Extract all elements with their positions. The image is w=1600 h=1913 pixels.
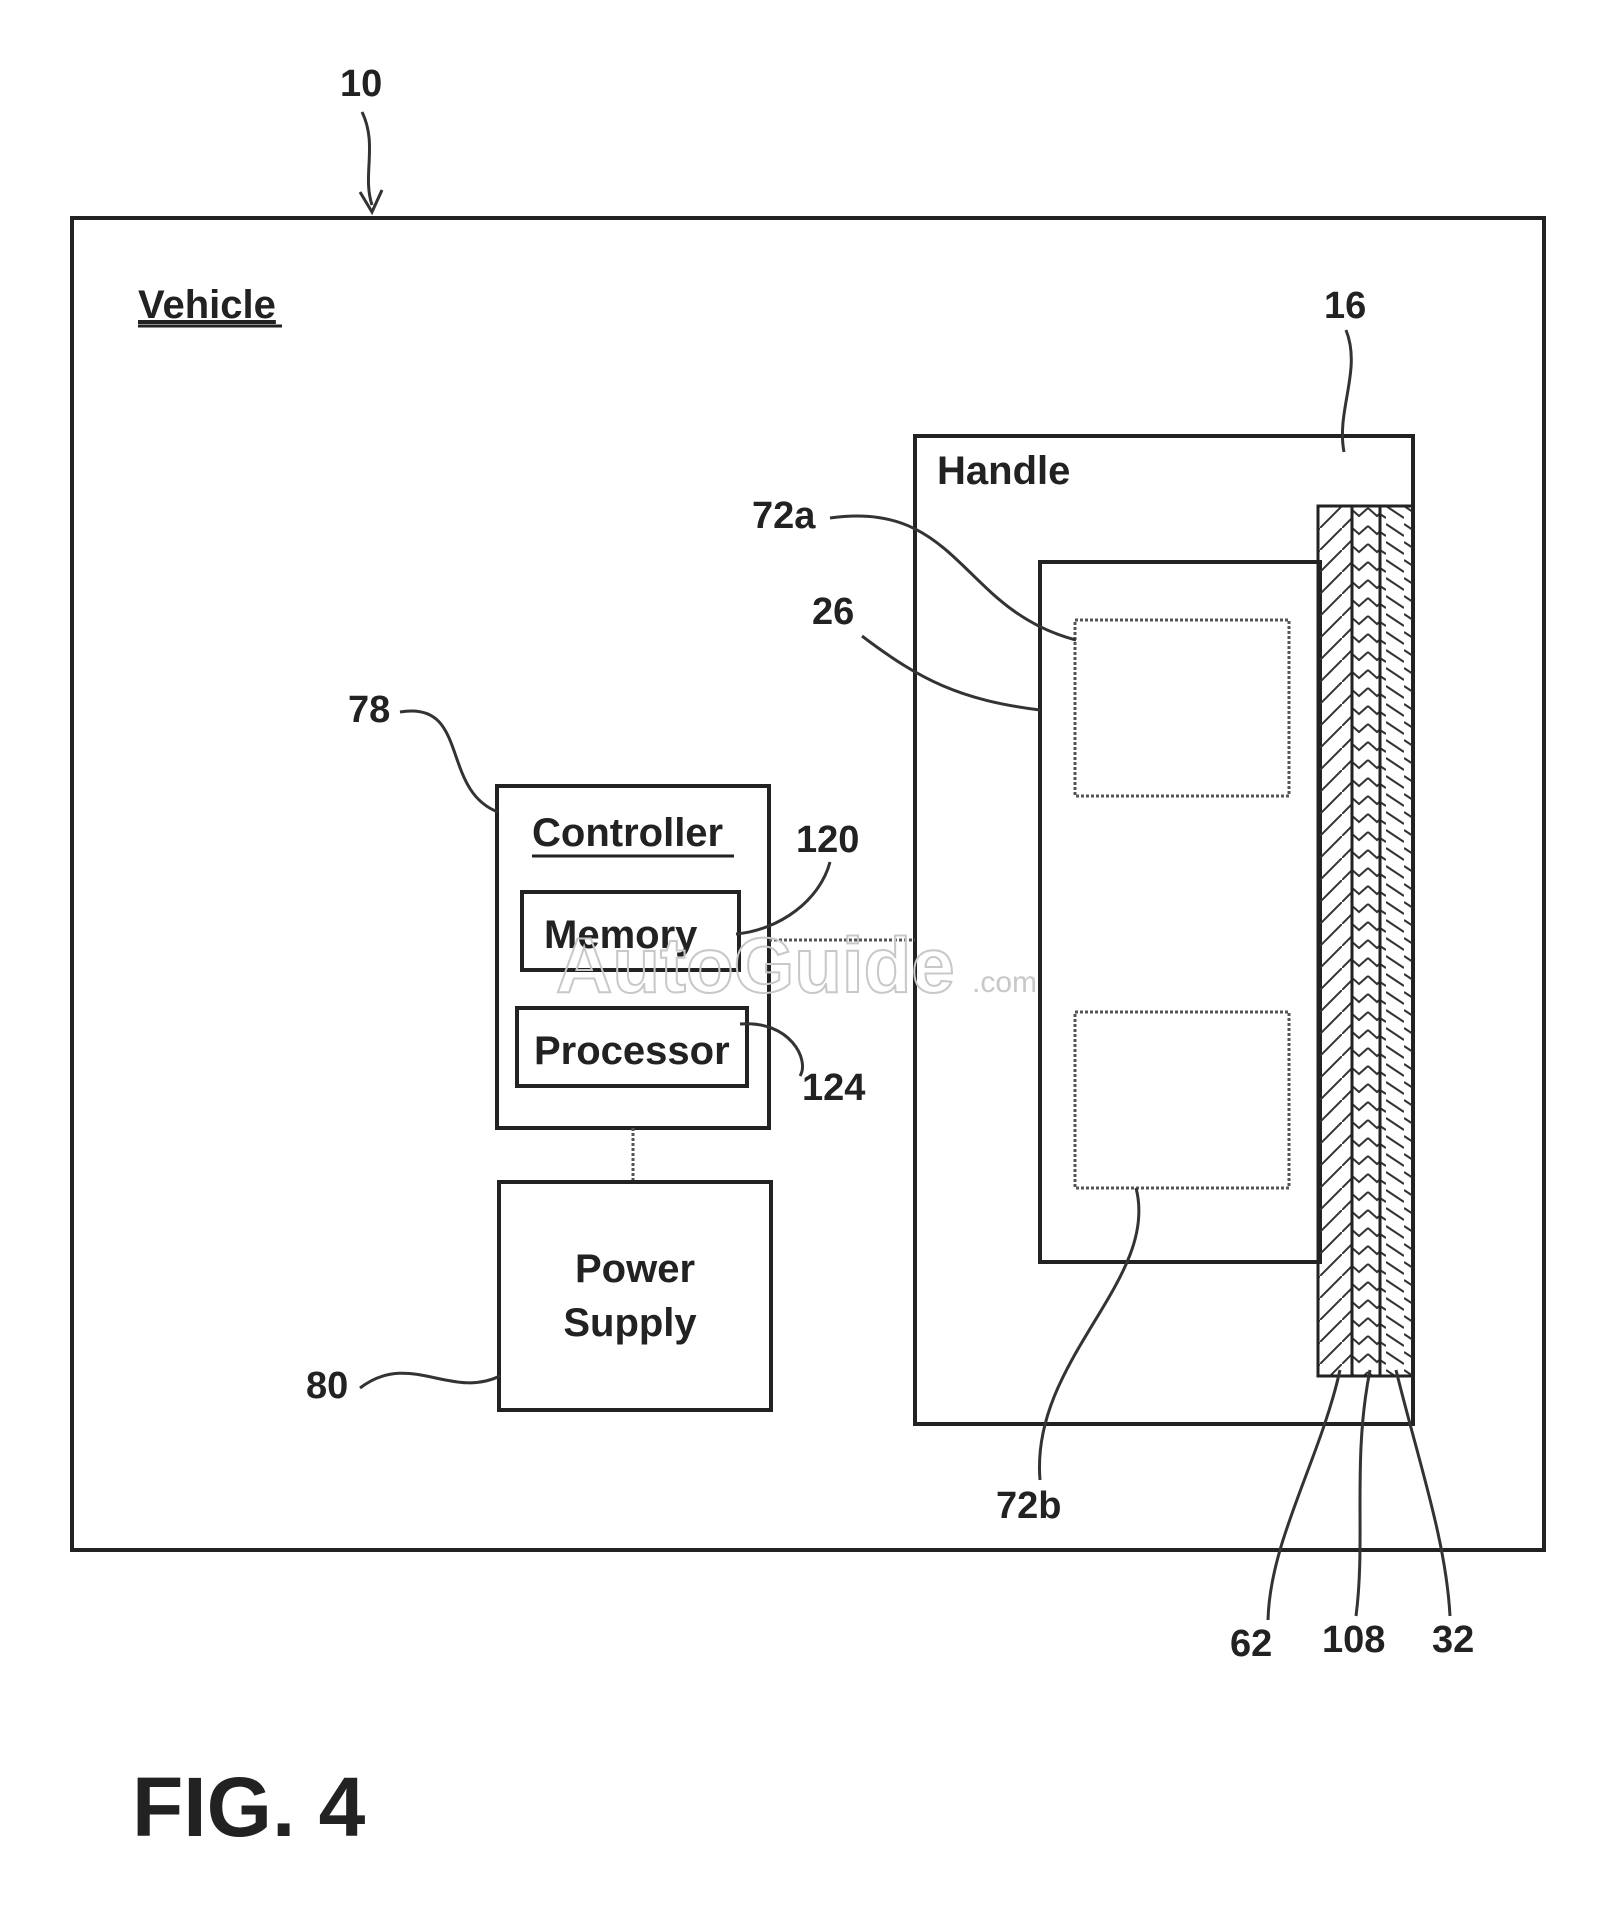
memory-ref-leader — [735, 861, 832, 936]
power-supply-ref-label: 80 — [306, 1365, 348, 1407]
handle-ref-leader — [1340, 329, 1353, 453]
layer-62-leader — [1266, 1369, 1342, 1621]
layer-108 — [1350, 504, 1382, 1378]
memory-box — [520, 890, 741, 972]
power-supply-box — [497, 1180, 773, 1412]
sensor-72b-box — [1073, 1010, 1291, 1190]
power-supply-title-line2: Supply — [563, 1301, 697, 1345]
vehicle-ref-arrowhead — [358, 189, 384, 216]
sensor-72b-ref-label: 72b — [996, 1485, 1061, 1527]
controller-ref-label: 78 — [348, 689, 390, 731]
handle-ref-label: 16 — [1324, 285, 1366, 327]
controller-title: Controller — [532, 811, 723, 855]
sensor-board-ref-label: 26 — [812, 591, 854, 633]
sensor-72b-leader — [1038, 1187, 1141, 1481]
layer-62-ref-label: 62 — [1230, 1623, 1272, 1665]
processor-ref-label: 124 — [802, 1067, 865, 1109]
power-supply-ref-leader — [359, 1371, 501, 1390]
layer-108-ref-label: 108 — [1322, 1619, 1385, 1661]
figure-label: FIG. 4 — [132, 1760, 366, 1854]
vehicle-ref-leader — [360, 111, 374, 206]
layer-32 — [1378, 504, 1415, 1378]
processor-box — [515, 1006, 749, 1088]
processor-ref-leader — [739, 1022, 804, 1077]
layer-32-ref-label: 32 — [1432, 1619, 1474, 1661]
layer-108-leader — [1354, 1369, 1372, 1617]
sensor-72a-leader — [829, 514, 1077, 642]
memory-title: Memory — [544, 913, 698, 957]
vehicle-ref-label: 10 — [340, 63, 382, 105]
layer-32-leader — [1394, 1369, 1452, 1617]
handle-title: Handle — [937, 449, 1070, 493]
sensor-72a-ref-label: 72a — [752, 495, 816, 537]
sensor-board-leader — [861, 634, 1041, 712]
watermark-brand: AutoGuide — [556, 921, 955, 1009]
memory-ref-label: 120 — [796, 819, 859, 861]
watermark-suffix: .com — [972, 966, 1037, 999]
vehicle-box — [70, 216, 1546, 1552]
sensor-board-box — [1038, 560, 1322, 1264]
sensor-72a-box — [1073, 618, 1291, 798]
vehicle-title: Vehicle — [138, 283, 276, 327]
layer-62 — [1316, 504, 1354, 1378]
power-supply-title-line1: Power — [575, 1247, 695, 1291]
processor-title: Processor — [534, 1029, 730, 1073]
controller-ref-leader — [399, 709, 499, 814]
